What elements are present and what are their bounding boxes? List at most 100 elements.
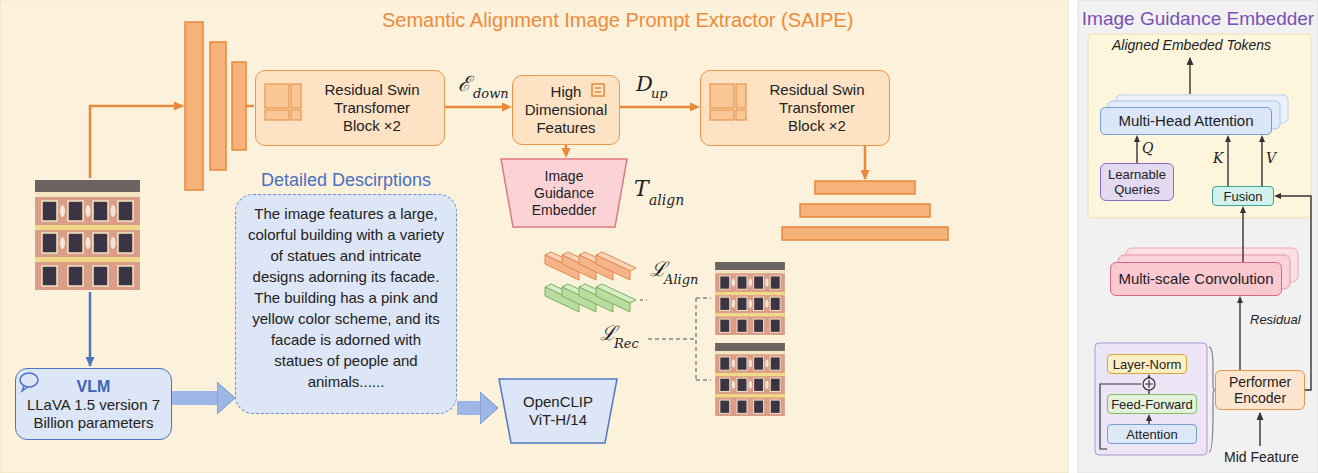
conv-box: Multi-scale Convolution	[1110, 262, 1282, 296]
window-patch	[710, 110, 734, 120]
node-text: OpenCLIP ViT-H/14	[518, 393, 598, 429]
decoder-bar	[815, 181, 915, 194]
rod-face	[596, 255, 630, 280]
node-text: Detailed Descirptions	[261, 168, 431, 194]
node-body-text: LLaVA 1.5 version 7 Billion parameters	[22, 396, 165, 432]
swin-icon	[265, 84, 301, 120]
node-text: Image Guidance Embedder	[1082, 0, 1314, 31]
math-subscript: up	[651, 86, 668, 101]
rec-bracket	[648, 298, 711, 380]
add-cross	[1145, 380, 1153, 388]
vlm-input-line	[89, 292, 92, 366]
node-text: Multi-scale Convolution	[1118, 270, 1273, 288]
speech-tail	[22, 386, 28, 391]
node-text: High Dimensional Features	[519, 83, 613, 137]
node-text: Residual Swin Transfomer Block ×2	[763, 81, 871, 135]
output-label: Aligned Embeded Tokens	[1112, 37, 1271, 54]
description-box: Detailed DescirptionsThe image features …	[235, 168, 457, 414]
encoder-bar	[232, 62, 246, 150]
swin-block: Residual Swin Transfomer Block ×2	[700, 70, 890, 146]
performer-layer-box	[1095, 343, 1207, 455]
node-text: Attention	[1126, 427, 1177, 442]
node-text: Feed-Forward	[1111, 397, 1193, 412]
window-patch	[265, 110, 289, 120]
connector	[565, 145, 568, 148]
connector	[445, 106, 502, 109]
swin-block: Residual Swin Transfomer Block ×2	[255, 70, 445, 146]
embedder-panel: Image Guidance EmbedderMulti-Head Attent…	[1078, 0, 1318, 473]
connector	[1242, 213, 1243, 262]
edge-label: Q	[1142, 140, 1153, 156]
speech-bubble	[20, 373, 38, 387]
performer-box: Performer Encoder	[1215, 370, 1305, 410]
decoder-bar	[800, 204, 930, 217]
window-patch	[291, 110, 301, 120]
encoder-bars	[185, 22, 246, 190]
add-symbol	[1143, 378, 1155, 390]
trapezoid-shape	[499, 379, 617, 443]
saipe-panel	[0, 0, 1068, 473]
encoder-bar	[185, 22, 203, 190]
norm-box: Layer-Norm	[1107, 354, 1187, 374]
reconstructed-image	[715, 343, 785, 416]
input-label: Mid Feature	[1224, 449, 1299, 466]
trapezoid-shape	[501, 159, 627, 227]
image-embedding-rods	[545, 252, 636, 280]
residual-label: Residual	[1250, 312, 1301, 327]
embedder-trapezoid: Image Guidance Embedder	[500, 158, 628, 228]
math-symbol: T	[634, 176, 649, 201]
encoder-bar	[210, 42, 226, 170]
align-leader	[640, 299, 647, 301]
connector	[1239, 303, 1240, 370]
connector	[1227, 142, 1228, 186]
input-arrow	[1259, 413, 1260, 446]
node-text: Residual Swin Transfomer Block ×2	[318, 81, 426, 135]
input-line	[90, 106, 183, 178]
window-patch	[710, 84, 734, 108]
loss-subscript: Align	[664, 272, 698, 287]
math-symbol: D	[636, 72, 653, 96]
feature-box: High Dimensional Features	[512, 75, 620, 145]
decoder-bar	[782, 227, 948, 240]
vlm-box: VLMLLaVA 1.5 version 7 Billion parameter…	[15, 368, 172, 440]
connector	[1136, 142, 1137, 163]
node-text: Image Guidance Embedder	[524, 168, 604, 219]
ffn-box: Feed-Forward	[1107, 394, 1197, 414]
connector	[172, 391, 217, 405]
window-patch	[265, 84, 289, 108]
node-text: Fusion	[1223, 189, 1262, 204]
node-text: VLM	[77, 377, 111, 396]
decoder-line	[864, 146, 867, 179]
connector	[1148, 381, 1149, 394]
embedder-panel	[1078, 0, 1318, 473]
feature-icon-lines	[595, 88, 601, 92]
node-body-text: The image features a large, colorful bui…	[235, 194, 457, 414]
swin-icon	[710, 84, 746, 120]
connector	[1261, 142, 1262, 186]
attention-region	[1088, 34, 1311, 218]
edge-label: K	[1213, 150, 1223, 166]
node-text: Learnable Queries	[1104, 167, 1170, 197]
fusion-box: Fusion	[1212, 186, 1274, 206]
loss-subscript: Rec	[614, 336, 639, 351]
math-subscript: align	[649, 192, 684, 208]
reconstructed-image	[715, 262, 785, 335]
input-image	[35, 180, 140, 290]
clip-trapezoid: OpenCLIP ViT-H/14	[498, 378, 618, 444]
text-embedding-rods	[545, 284, 636, 312]
vlm-icon	[20, 373, 38, 391]
rod-face	[596, 287, 630, 312]
node-text: Performer Encoder	[1220, 374, 1300, 406]
attention-box: Attention	[1107, 424, 1197, 444]
connector	[620, 106, 690, 109]
panel-title: Semantic Alignment Image Prompt Extracto…	[382, 8, 853, 32]
query-box: Learnable Queries	[1100, 163, 1174, 201]
add-circle	[1143, 378, 1155, 390]
decoder-bars	[782, 181, 948, 240]
node-text: Layer-Norm	[1113, 357, 1182, 372]
connector	[1281, 196, 1311, 390]
connector	[457, 401, 480, 415]
output-arrow	[1189, 58, 1190, 94]
